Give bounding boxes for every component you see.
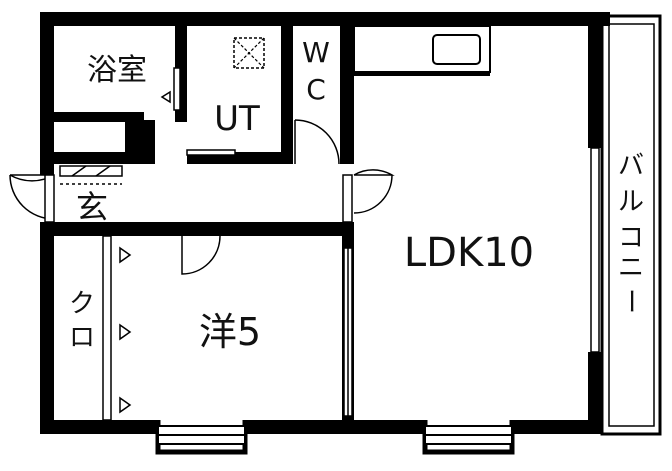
entrance-door-frame: [44, 174, 55, 223]
bath-label: 浴室: [87, 53, 147, 88]
kitchen: [353, 25, 491, 73]
bottom-windows: [155, 420, 515, 455]
bottom-wall-left: [40, 420, 158, 434]
ldk-label: LDK10: [404, 230, 534, 276]
shoe-cabinet-mark-a: [71, 165, 87, 177]
doors: [9, 67, 395, 421]
shoe-cabinet-mark-b: [95, 165, 111, 177]
wc-label-c: C: [306, 73, 326, 106]
bath-bottom-wall: [54, 112, 144, 122]
western-room-label: 洋5: [199, 310, 261, 354]
sink-icon: [432, 34, 481, 65]
ut-right-wall: [281, 26, 293, 164]
balcony-label-char-2: ル: [618, 187, 644, 217]
washer-pan-diagonal-b: [233, 37, 265, 69]
balcony-label-char-3: コ: [618, 223, 644, 253]
ldk-door-leaf: [353, 169, 395, 176]
washer-pan: [233, 37, 265, 69]
balcony-outline: [600, 14, 662, 436]
closet-label-bottom: ロ: [69, 323, 95, 353]
corridor-bottom-wall: [54, 222, 354, 236]
balcony-label-char-1: バ: [618, 151, 644, 181]
wc-label-w: W: [302, 36, 330, 69]
ldk-door-frame: [342, 174, 353, 223]
closet-arrow-1: [119, 246, 132, 264]
top-wall: [40, 12, 610, 26]
balcony-label-char-5: ー: [615, 288, 645, 314]
closet-arrow-3: [119, 396, 132, 414]
closet-arrow-2: [119, 323, 132, 341]
ut-sliding-door: [186, 149, 236, 156]
utility-label: UT: [214, 99, 260, 139]
ut-left-block: [125, 120, 155, 164]
shoe-cabinet: [59, 165, 123, 177]
wc-right-wall: [340, 26, 354, 164]
ldk-door-swing: [353, 174, 393, 214]
ut-bottom-wall-b: [235, 152, 283, 164]
closet-label-top: ク: [69, 289, 95, 319]
bottom-wall-mid: [245, 420, 425, 434]
entrance-label: 玄: [76, 188, 108, 226]
closet-door-track: [102, 235, 112, 421]
wc-door-swing: [294, 119, 340, 165]
balcony-label-char-4: ニ: [618, 253, 644, 283]
room-labels: 浴室 UT W C 玄 LDK10 洋5 ク ロ バ ル コ ニ ー: [69, 36, 645, 354]
bath-sliding-door: [173, 67, 181, 111]
bath-door-arrow: [160, 90, 171, 104]
exterior-walls: [40, 12, 610, 434]
left-wall-lower: [40, 222, 54, 434]
balcony-inner-line: [608, 23, 655, 427]
corridor-top-wall: [54, 152, 125, 164]
right-wall-lower: [588, 352, 602, 434]
balcony: [590, 14, 662, 436]
western-door-swing: [181, 235, 221, 275]
left-wall-upper: [40, 12, 54, 175]
right-wall-upper: [588, 12, 602, 148]
bottom-wall-right: [512, 420, 602, 434]
balcony-sliding-door: [590, 147, 600, 353]
